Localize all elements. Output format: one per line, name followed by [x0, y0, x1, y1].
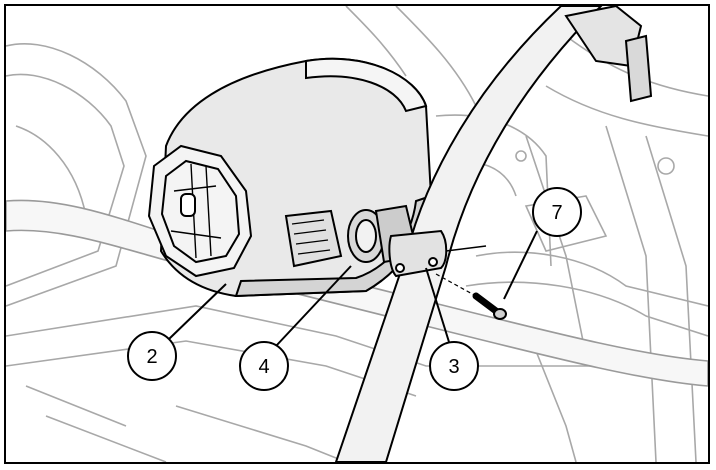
callout-label: 7 [551, 202, 562, 224]
callout-7: 7 [532, 187, 582, 237]
callout-label: 3 [448, 356, 459, 378]
top-bracket [564, 6, 653, 103]
leader-lines [168, 230, 538, 347]
diagram-frame: 2 4 3 7 [4, 4, 710, 464]
pillar-tube [334, 6, 603, 462]
callout-2: 2 [127, 331, 177, 381]
callout-4: 4 [239, 341, 289, 391]
callout-label: 4 [258, 356, 269, 378]
tube-clamp [388, 229, 487, 278]
diagram-canvas: 2 4 3 7 [6, 6, 708, 462]
bolt [435, 273, 507, 320]
mount-bracket [284, 204, 420, 268]
callout-label: 2 [146, 346, 157, 368]
callout-3: 3 [429, 341, 479, 391]
light-lens [147, 144, 253, 278]
